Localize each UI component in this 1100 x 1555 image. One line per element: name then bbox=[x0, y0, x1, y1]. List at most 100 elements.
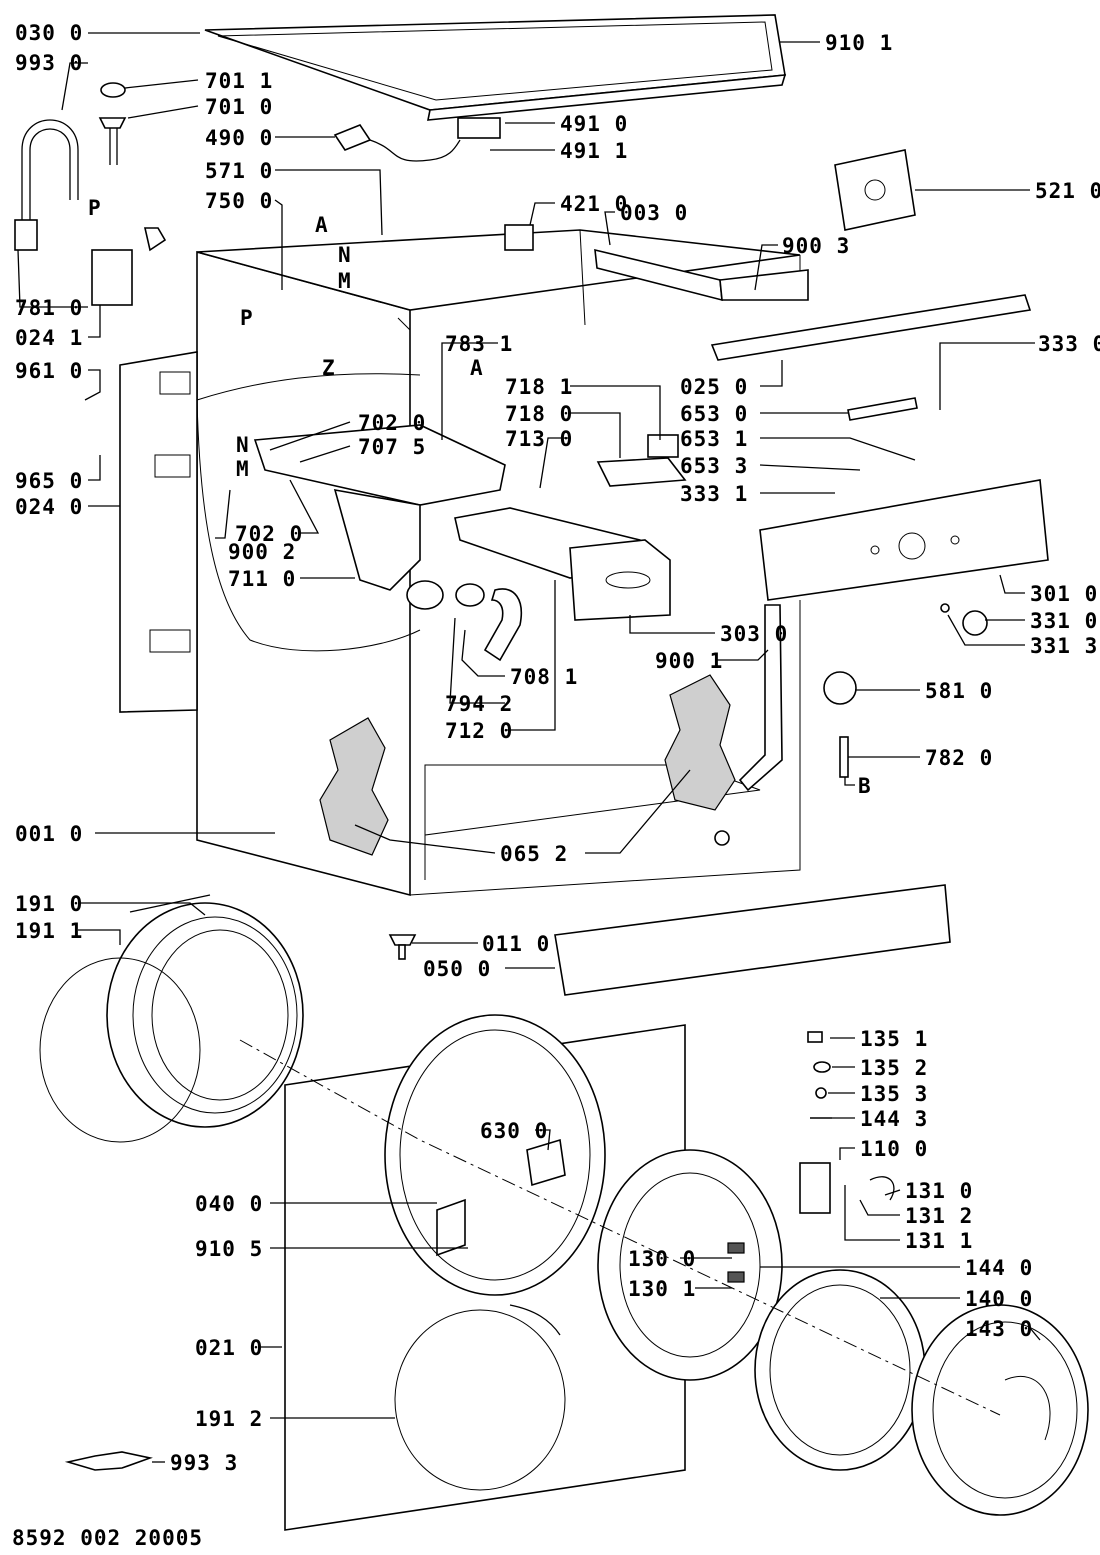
label-191-1: 191 1 bbox=[15, 919, 83, 943]
label-653-3: 653 3 bbox=[680, 454, 748, 478]
dispenser-housing-part bbox=[253, 424, 506, 610]
label-135-3: 135 3 bbox=[860, 1082, 928, 1106]
label-653-1: 653 1 bbox=[680, 427, 748, 451]
label-333-1: 333 1 bbox=[680, 482, 748, 506]
leader-lines bbox=[17, 32, 1041, 1463]
label-135-1: 135 1 bbox=[860, 1027, 928, 1051]
label-783-1: 783 1 bbox=[445, 332, 513, 356]
door-glass-part bbox=[754, 1269, 926, 1471]
label-713-0: 713 0 bbox=[505, 427, 573, 451]
insulation-pad-right bbox=[664, 674, 736, 811]
foot-part bbox=[388, 934, 417, 960]
label-711-0: 711 0 bbox=[228, 567, 296, 591]
rail-part bbox=[594, 248, 809, 302]
label-993-3: 993 3 bbox=[170, 1451, 238, 1475]
label-331-0: 331 0 bbox=[1030, 609, 1098, 633]
marker-p-hose: P bbox=[88, 196, 101, 220]
small-hardware bbox=[64, 830, 895, 1471]
inlet-valve-part bbox=[91, 82, 167, 306]
rod-part bbox=[839, 736, 849, 778]
label-521-0: 521 0 bbox=[1035, 179, 1100, 203]
document-number: 8592 002 20005 bbox=[12, 1526, 203, 1550]
label-750-0: 750 0 bbox=[205, 189, 273, 213]
label-303-0: 303 0 bbox=[720, 622, 788, 646]
label-961-0: 961 0 bbox=[15, 359, 83, 383]
marker-a-top: A bbox=[315, 213, 328, 237]
door-gasket-part bbox=[39, 902, 304, 1143]
label-630-0: 630 0 bbox=[480, 1119, 548, 1143]
label-421-0: 421 0 bbox=[560, 192, 628, 216]
label-191-0: 191 0 bbox=[15, 892, 83, 916]
marker-m-valve: M bbox=[338, 269, 351, 293]
mains-filter-part bbox=[457, 117, 501, 139]
label-701-0: 701 0 bbox=[205, 95, 273, 119]
label-900-3: 900 3 bbox=[782, 234, 850, 258]
cross-member-part bbox=[710, 294, 1032, 361]
label-702-0-bottom: 702 0 bbox=[235, 522, 303, 546]
label-025-0: 025 0 bbox=[680, 375, 748, 399]
door-lock-part bbox=[504, 224, 534, 251]
marker-b: B bbox=[858, 774, 871, 798]
label-781-0: 781 0 bbox=[15, 296, 83, 320]
electronic-board-part bbox=[834, 149, 916, 231]
label-718-1: 718 1 bbox=[505, 375, 573, 399]
wiring-harness-part bbox=[738, 604, 783, 792]
detergent-drawer-part bbox=[454, 507, 671, 621]
label-708-1: 708 1 bbox=[510, 665, 578, 689]
label-712-0: 712 0 bbox=[445, 719, 513, 743]
label-702-0-top: 702 0 bbox=[358, 411, 426, 435]
top-cover-part bbox=[204, 14, 787, 121]
label-140-0: 140 0 bbox=[965, 1287, 1033, 1311]
label-701-1: 701 1 bbox=[205, 69, 273, 93]
label-135-2: 135 2 bbox=[860, 1056, 928, 1080]
dispenser-hose-part bbox=[455, 583, 522, 662]
power-cord-part bbox=[333, 124, 461, 162]
label-130-1: 130 1 bbox=[628, 1277, 696, 1301]
label-490-0: 490 0 bbox=[205, 126, 273, 150]
axis-lines bbox=[239, 1039, 1001, 1416]
door-frame-part bbox=[597, 1149, 783, 1381]
label-144-3: 144 3 bbox=[860, 1107, 928, 1131]
part-labels: 030 0 993 0 701 1 701 0 490 0 571 0 750 … bbox=[15, 21, 1100, 1475]
label-782-0: 782 0 bbox=[925, 746, 993, 770]
label-910-5: 910 5 bbox=[195, 1237, 263, 1261]
insulation-pad-left bbox=[319, 717, 389, 856]
door-outer-ring-part bbox=[911, 1304, 1089, 1516]
label-011-0: 011 0 bbox=[482, 932, 550, 956]
label-050-0: 050 0 bbox=[423, 957, 491, 981]
label-131-2: 131 2 bbox=[905, 1204, 973, 1228]
inlet-hose-part bbox=[14, 119, 79, 251]
pressure-switch-part bbox=[823, 671, 857, 705]
label-040-0: 040 0 bbox=[195, 1192, 263, 1216]
label-965-0: 965 0 bbox=[15, 469, 83, 493]
bar-part bbox=[847, 397, 918, 421]
label-491-0: 491 0 bbox=[560, 112, 628, 136]
front-panel-part bbox=[284, 1014, 686, 1531]
label-333-0: 333 0 bbox=[1038, 332, 1100, 356]
label-900-1: 900 1 bbox=[655, 649, 723, 673]
marker-n-valve: N bbox=[338, 243, 351, 267]
part-drawings bbox=[14, 14, 1089, 1531]
label-131-1: 131 1 bbox=[905, 1229, 973, 1253]
label-191-2: 191 2 bbox=[195, 1407, 263, 1431]
marker-m-housing: M bbox=[236, 457, 249, 481]
label-900-2: 900 2 bbox=[228, 540, 296, 564]
control-panel-part bbox=[759, 479, 1049, 601]
label-021-0: 021 0 bbox=[195, 1336, 263, 1360]
marker-n-housing: N bbox=[236, 433, 249, 457]
label-144-0: 144 0 bbox=[965, 1256, 1033, 1280]
label-030-0: 030 0 bbox=[15, 21, 83, 45]
label-910-1: 910 1 bbox=[825, 31, 893, 55]
label-001-0: 001 0 bbox=[15, 822, 83, 846]
label-993-0: 993 0 bbox=[15, 51, 83, 75]
marker-a-rod: A bbox=[470, 356, 483, 380]
marker-p-dispenser: P bbox=[240, 306, 253, 330]
label-331-3: 331 3 bbox=[1030, 634, 1098, 658]
label-110-0: 110 0 bbox=[860, 1137, 928, 1161]
kickplate-part bbox=[554, 884, 951, 996]
label-024-1: 024 1 bbox=[15, 326, 83, 350]
letter-markers: P A N M P Z A N M B bbox=[88, 196, 871, 798]
label-065-2: 065 2 bbox=[500, 842, 568, 866]
